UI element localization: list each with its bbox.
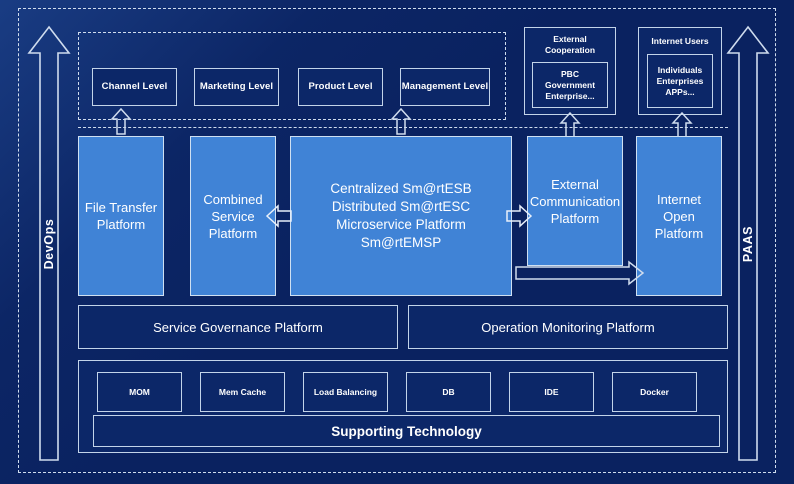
tech-box-load-balancing[interactable]: Load Balancing xyxy=(303,372,388,412)
external-cooperation-box[interactable]: External Cooperation PBC Government Ente… xyxy=(524,27,616,115)
level-box-marketing[interactable]: Marketing Level xyxy=(194,68,279,106)
tech-box-db[interactable]: DB xyxy=(406,372,491,412)
platform-label: External Communication Platform xyxy=(529,176,621,226)
internet-users-box[interactable]: Internet Users Individuals Enterprises A… xyxy=(638,27,722,115)
tech-box-ide[interactable]: IDE xyxy=(509,372,594,412)
external-cooperation-detail: PBC Government Enterprise... xyxy=(532,62,608,108)
platform-internet-open[interactable]: Internet Open Platform xyxy=(636,136,722,296)
tech-label: IDE xyxy=(544,386,559,397)
devops-arrow: DevOps xyxy=(27,25,71,462)
platform-external-communication[interactable]: External Communication Platform xyxy=(527,136,623,266)
service-governance-platform[interactable]: Service Governance Platform xyxy=(78,305,398,349)
governance-label: Service Governance Platform xyxy=(153,319,323,335)
level-label: Management Level xyxy=(401,81,489,92)
platform-esb-esc-emsp[interactable]: Centralized Sm@rtESB Distributed Sm@rtES… xyxy=(290,136,512,296)
external-cooperation-title-text: External Cooperation xyxy=(544,34,596,55)
paas-label: PAAS xyxy=(741,225,755,262)
tech-label: Mem Cache xyxy=(218,386,267,397)
platform-divider-dashed-line xyxy=(78,127,728,128)
tech-box-mom[interactable]: MOM xyxy=(97,372,182,412)
governance-label: Operation Monitoring Platform xyxy=(481,319,655,335)
level-box-product[interactable]: Product Level xyxy=(298,68,383,106)
devops-label: DevOps xyxy=(42,218,56,269)
internet-users-title-text: Internet Users xyxy=(651,35,709,46)
operation-monitoring-platform[interactable]: Operation Monitoring Platform xyxy=(408,305,728,349)
platform-combined-service[interactable]: Combined Service Platform xyxy=(190,136,276,296)
external-cooperation-detail-text: PBC Government Enterprise... xyxy=(544,68,596,101)
platform-label: Centralized Sm@rtESB Distributed Sm@rtES… xyxy=(330,181,472,250)
consumer-levels-group xyxy=(78,32,506,120)
tech-label: Load Balancing xyxy=(313,386,378,397)
devops-arrow-shape xyxy=(27,25,71,461)
paas-arrow: PAAS xyxy=(726,25,770,462)
level-label: Product Level xyxy=(308,81,373,92)
supporting-technology-bar[interactable]: Supporting Technology xyxy=(93,415,720,447)
internet-users-detail: Individuals Enterprises APPs... xyxy=(647,54,713,108)
left-arrow-connector xyxy=(265,202,292,230)
platform-file-transfer[interactable]: File Transfer Platform xyxy=(78,136,164,296)
level-label: Marketing Level xyxy=(199,81,274,92)
level-label: Channel Level xyxy=(101,81,168,92)
supporting-technology-label: Supporting Technology xyxy=(331,423,482,439)
external-to-internet-open-arrow xyxy=(515,260,645,286)
level-box-management[interactable]: Management Level xyxy=(400,68,490,106)
internet-users-detail-text: Individuals Enterprises APPs... xyxy=(656,64,704,97)
paas-arrow-shape xyxy=(726,25,770,461)
right-arrow-connector xyxy=(506,202,533,230)
platform-label: Combined Service Platform xyxy=(203,191,263,241)
external-cooperation-title: External Cooperation xyxy=(525,28,615,62)
platform-label: Internet Open Platform xyxy=(654,191,704,241)
tech-label: MOM xyxy=(129,386,150,397)
level-box-channel[interactable]: Channel Level xyxy=(92,68,177,106)
tech-box-mem-cache[interactable]: Mem Cache xyxy=(200,372,285,412)
outer-dashed-frame xyxy=(18,8,776,473)
tech-box-docker[interactable]: Docker xyxy=(612,372,697,412)
platform-label: File Transfer Platform xyxy=(84,200,158,232)
internet-users-title: Internet Users xyxy=(639,28,721,54)
tech-label: Docker xyxy=(640,386,669,397)
tech-label: DB xyxy=(442,386,455,397)
